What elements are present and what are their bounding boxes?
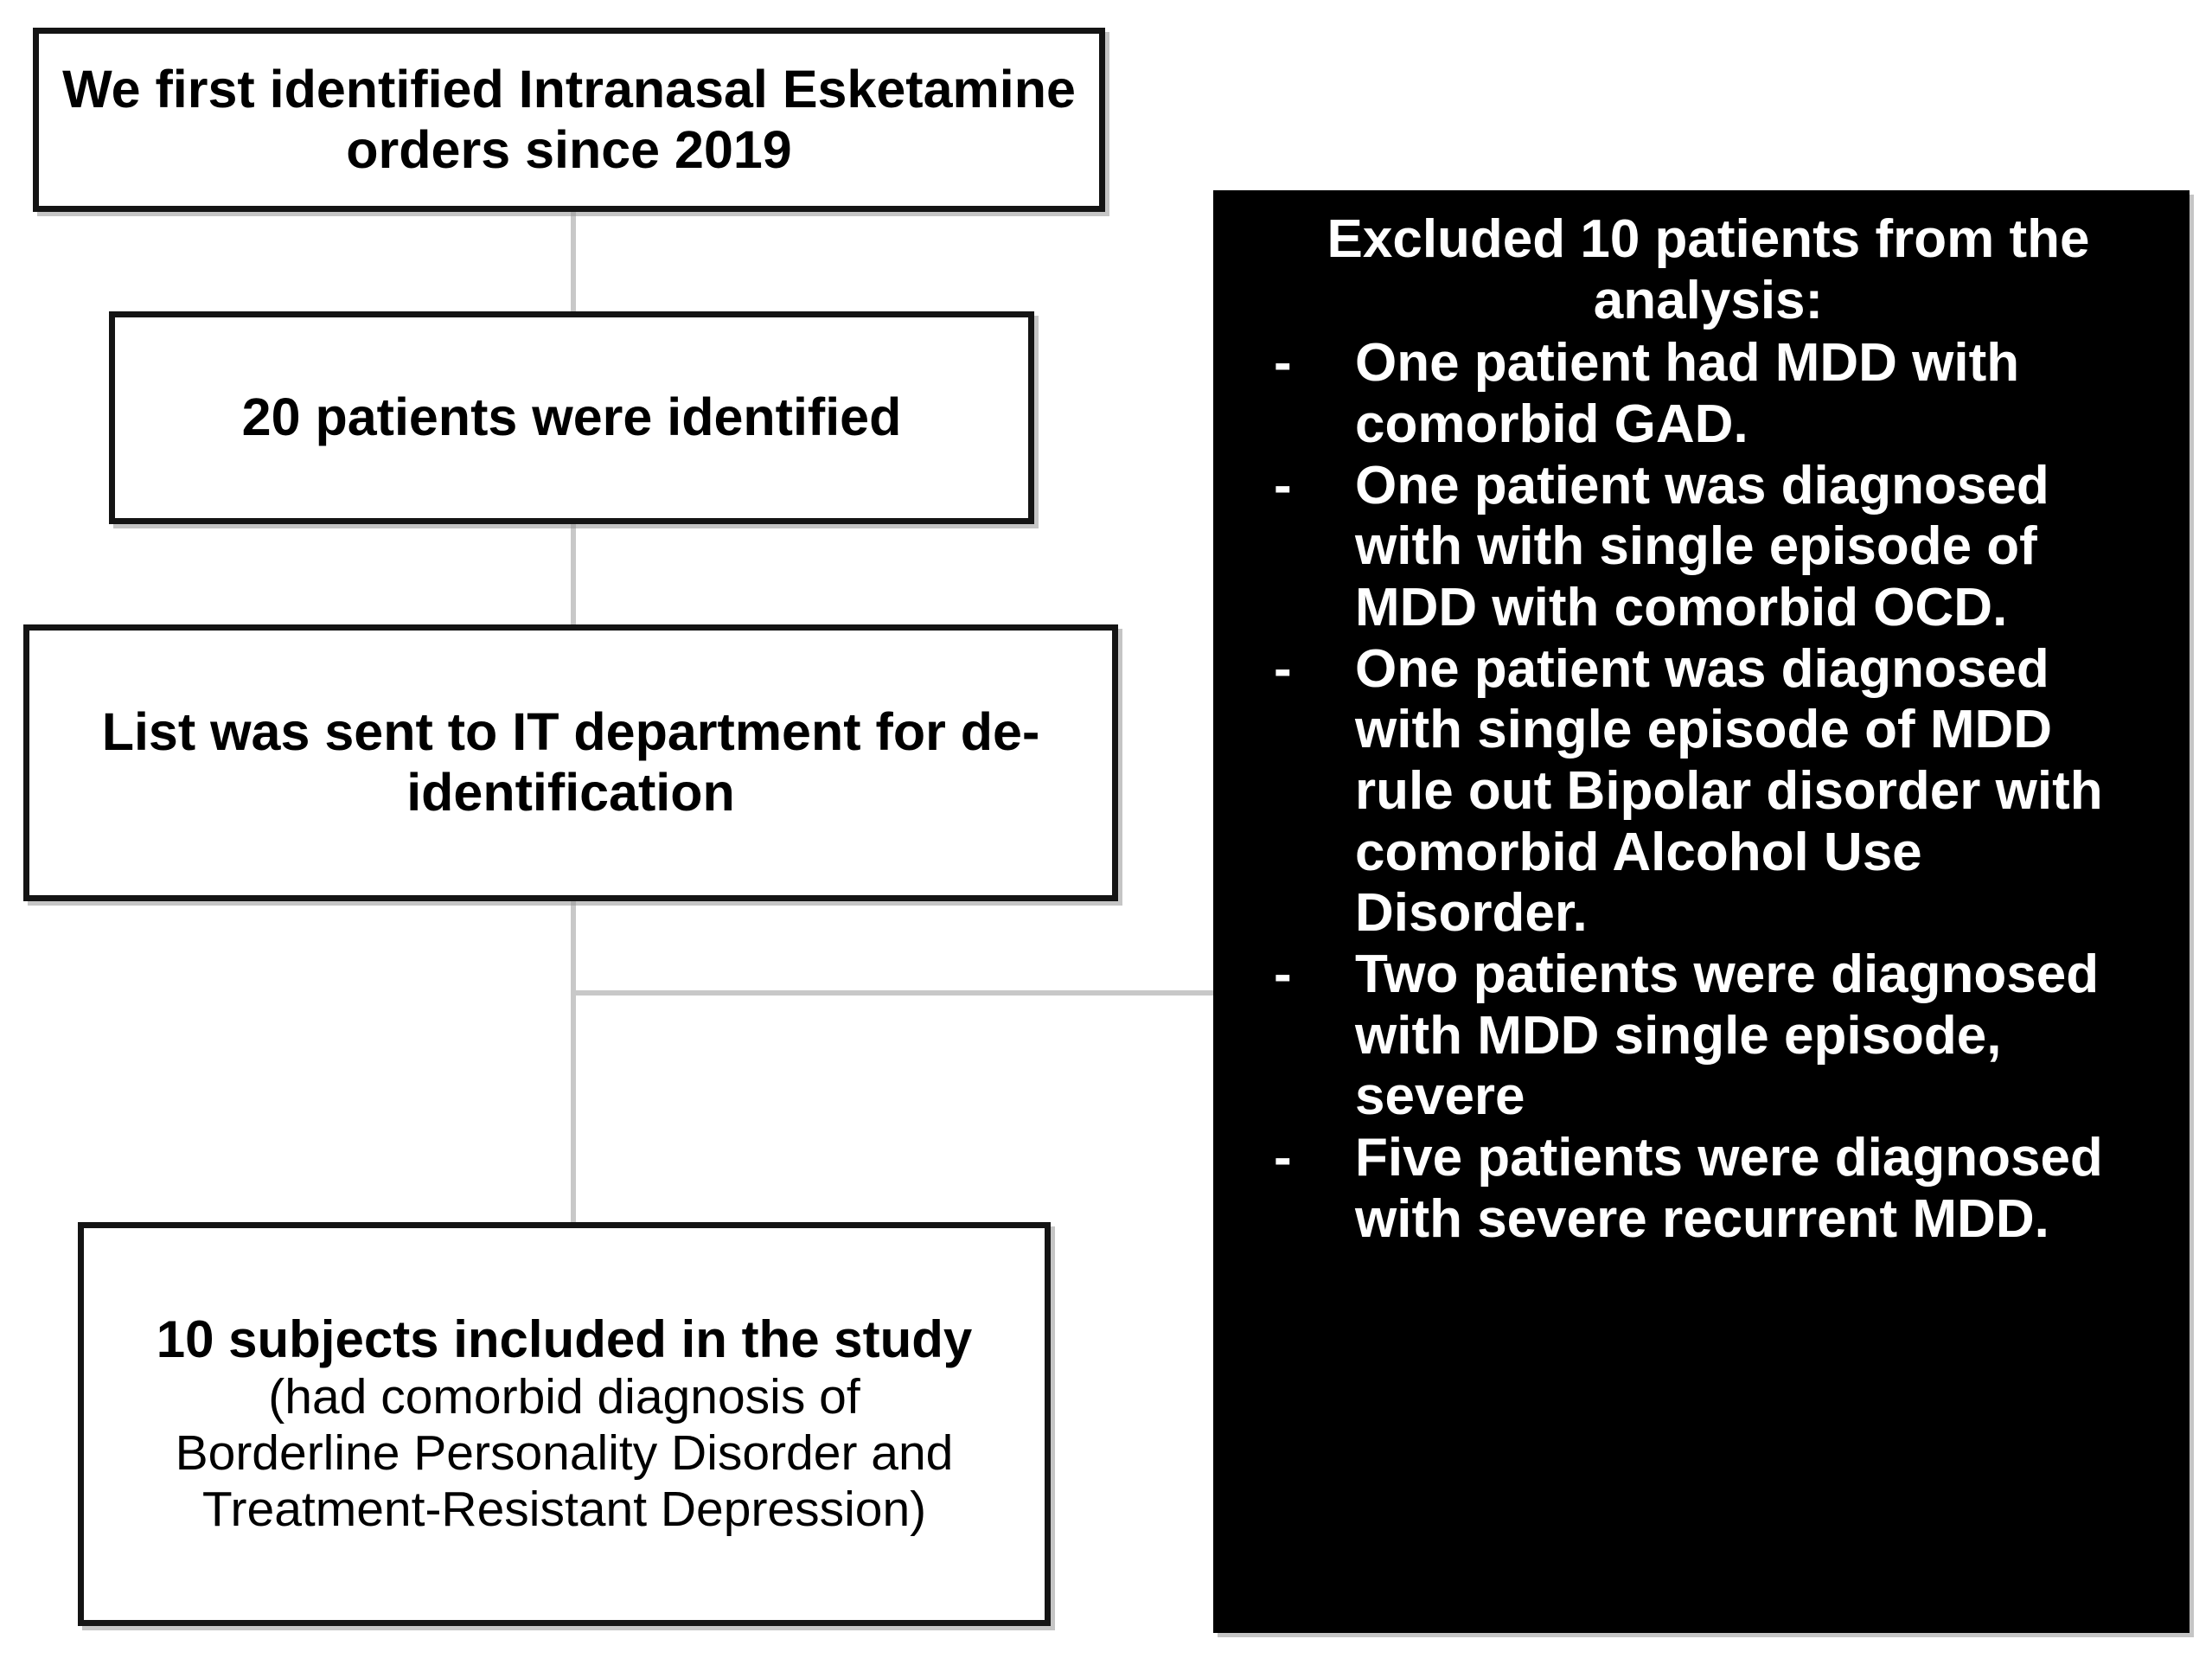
box-included-subjects-line4: Treatment-Resistant Depression)	[201, 1482, 927, 1538]
bullet-dash-icon: -	[1274, 455, 1292, 515]
box-identified-orders-line2: orders since 2019	[346, 119, 792, 179]
box-it-deidentification-line2: de-identification	[406, 702, 1040, 822]
box-included-subjects-text: 10 subjects included in the study (had c…	[157, 1310, 973, 1538]
excluded-reason-item: - One patient was diagnosed with with si…	[1262, 456, 2155, 639]
excluded-patients-panel: Excluded 10 patients from the analysis: …	[1213, 190, 2190, 1633]
bullet-dash-icon: -	[1274, 638, 1292, 699]
connector-box2-to-box3	[571, 521, 576, 628]
excluded-reason-text: Two patients were diagnosed with MDD sin…	[1355, 944, 2100, 1127]
bullet-dash-icon: -	[1274, 944, 1292, 1005]
excluded-reasons-list: - One patient had MDD with comorbid GAD.…	[1262, 333, 2155, 1250]
excluded-reason-text: Five patients were diagnosed with severe…	[1355, 1128, 2103, 1249]
box-patients-identified-line1: 20 patients were identified	[241, 387, 902, 447]
excluded-reason-item: - Two patients were diagnosed with MDD s…	[1262, 944, 2155, 1128]
excluded-reason-item: - One patient had MDD with comorbid GAD.	[1262, 333, 2155, 455]
box-it-deidentification: List was sent to IT department for de-id…	[23, 624, 1118, 901]
connector-box1-to-box2	[571, 210, 576, 314]
box-included-subjects-line1: 10 subjects included in the study	[156, 1309, 973, 1368]
excluded-reason-item: - One patient was diagnosed with single …	[1262, 639, 2155, 944]
connector-to-excluded-panel	[571, 990, 1228, 996]
box-patients-identified: 20 patients were identified	[109, 311, 1034, 524]
box-patients-identified-text: 20 patients were identified	[242, 387, 902, 448]
box-identified-orders-line1: We first identified Intranasal Esketamin…	[62, 59, 1076, 118]
bullet-dash-icon: -	[1274, 333, 1292, 394]
excluded-reason-item: - Five patients were diagnosed with seve…	[1262, 1128, 2155, 1250]
box-included-subjects-line3: Borderline Personality Disorder and	[175, 1425, 954, 1482]
box-identified-orders: We first identified Intranasal Esketamin…	[33, 28, 1105, 212]
excluded-reason-text: One patient was diagnosed with with sing…	[1355, 455, 2049, 638]
excluded-panel-heading: Excluded 10 patients from the analysis:	[1327, 209, 2090, 330]
bullet-dash-icon: -	[1274, 1128, 1292, 1188]
excluded-reason-text: One patient had MDD with comorbid GAD.	[1355, 333, 2020, 455]
excluded-reason-text: One patient was diagnosed with single ep…	[1355, 638, 2103, 944]
box-included-subjects: 10 subjects included in the study (had c…	[78, 1222, 1051, 1626]
box-included-subjects-line2: (had comorbid diagnosis of	[268, 1369, 860, 1425]
connector-box3-to-box4	[571, 898, 576, 1226]
box-it-deidentification-text: List was sent to IT department for de-id…	[52, 702, 1090, 823]
box-identified-orders-text: We first identified Intranasal Esketamin…	[61, 60, 1077, 180]
box-it-deidentification-line1: List was sent to IT department for	[101, 702, 946, 762]
